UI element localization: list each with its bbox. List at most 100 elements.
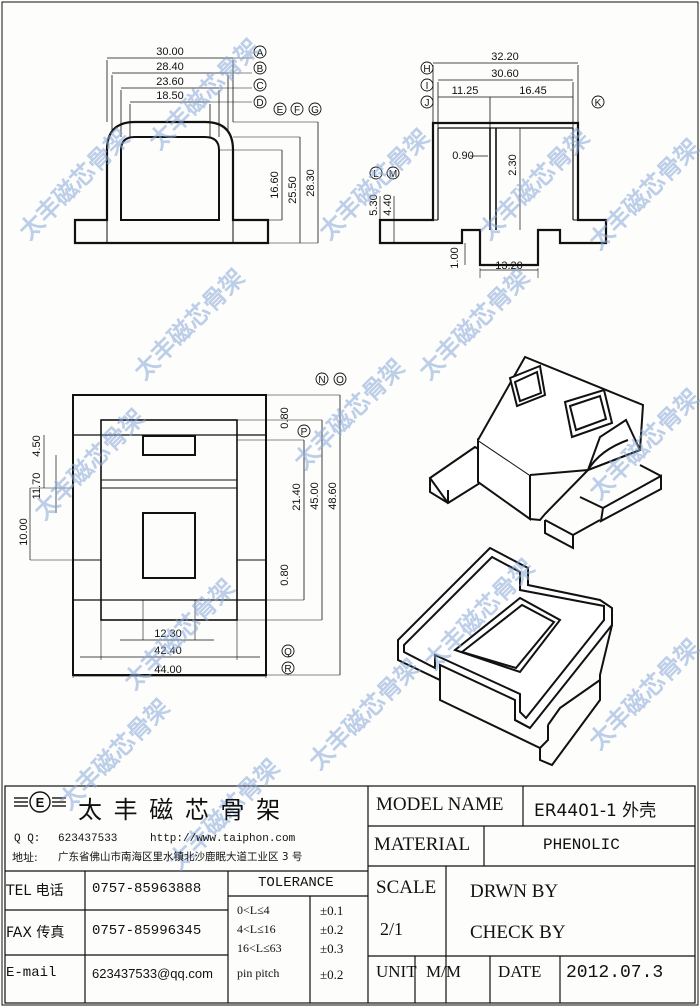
dimension-label: 0.80 bbox=[279, 564, 291, 585]
title-block-grid bbox=[4, 785, 696, 1004]
dimension-label: 16.60 bbox=[269, 171, 281, 199]
dimension-label: 1.00 bbox=[449, 247, 461, 268]
check-by-label: CHECK BY bbox=[470, 922, 566, 943]
watermark-text: 太丰磁芯骨架 bbox=[288, 353, 410, 475]
reference-marker: C bbox=[256, 81, 263, 92]
date-value: 2012.07.3 bbox=[566, 963, 664, 983]
reference-marker: P bbox=[301, 427, 308, 438]
reference-marker: B bbox=[257, 64, 264, 75]
dimension-label: 48.60 bbox=[327, 482, 339, 510]
reference-marker: A bbox=[257, 48, 264, 59]
reference-marker: R bbox=[284, 664, 291, 675]
fax-number: 0757-85996345 bbox=[92, 923, 202, 939]
dimension-label: 32.20 bbox=[491, 51, 519, 63]
dimension-label: 16.45 bbox=[519, 85, 547, 97]
tel-label: TEL 电话 bbox=[6, 883, 64, 899]
website-link[interactable]: http://www.taiphon.com bbox=[150, 833, 296, 845]
side-view bbox=[378, 62, 608, 278]
fax-label: FAX 传真 bbox=[6, 925, 65, 941]
front-view bbox=[73, 57, 319, 245]
unit-label: UNIT bbox=[376, 962, 417, 981]
watermark-text: 太丰磁芯骨架 bbox=[313, 123, 435, 245]
email-label: E-mail bbox=[6, 965, 57, 981]
qq-label: Q Q: bbox=[14, 833, 41, 845]
drawn-by-label: DRWN BY bbox=[470, 881, 559, 902]
dimension-label: 28.30 bbox=[305, 169, 317, 197]
reference-marker: I bbox=[426, 81, 429, 92]
watermark-text: 太丰磁芯骨架 bbox=[303, 653, 425, 775]
dimension-label: 10.00 bbox=[18, 518, 30, 546]
tel-number: 0757-85963888 bbox=[92, 881, 202, 897]
top-view bbox=[29, 394, 341, 678]
reference-marker: N bbox=[318, 375, 325, 386]
dimension-label: 25.50 bbox=[287, 176, 299, 204]
reference-marker: K bbox=[595, 98, 602, 109]
reference-marker: F bbox=[294, 105, 300, 116]
dimension-label: 0.90 bbox=[452, 150, 473, 162]
watermark-text: 太丰磁芯骨架 bbox=[128, 263, 250, 385]
tolerance-header: TOLERANCE bbox=[258, 875, 334, 891]
reference-marker: O bbox=[336, 375, 344, 386]
logo-letter: E bbox=[36, 795, 45, 810]
dimension-label: 13.20 bbox=[495, 260, 523, 272]
dimension-label: 23.60 bbox=[156, 76, 184, 88]
tolerance-range: pin pitch bbox=[237, 966, 280, 980]
dimension-label: 12.30 bbox=[154, 628, 182, 640]
watermark-text: 太丰磁芯骨架 bbox=[583, 133, 700, 255]
tolerance-range: 4<L≤16 bbox=[237, 922, 276, 936]
reference-marker: J bbox=[425, 98, 430, 109]
reference-marker: E bbox=[277, 105, 284, 116]
dimension-label: 4.50 bbox=[31, 435, 43, 456]
side-markers bbox=[369, 61, 605, 180]
dimension-label: 30.60 bbox=[491, 68, 519, 80]
watermark-text: 太丰磁芯骨架 bbox=[28, 403, 150, 525]
reference-marker: M bbox=[389, 169, 397, 180]
front-markers bbox=[253, 45, 322, 116]
material-label: MATERIAL bbox=[374, 834, 471, 855]
tolerance-range: 16<L≤63 bbox=[237, 941, 282, 955]
material-value: PHENOLIC bbox=[543, 836, 620, 854]
reference-marker: G bbox=[311, 105, 319, 116]
qq-number: 623437533 bbox=[58, 833, 118, 845]
dimension-label: 18.50 bbox=[156, 90, 184, 102]
address-label: 地址: bbox=[12, 851, 38, 864]
reference-marker: D bbox=[256, 98, 263, 109]
tolerance-range: 0<L≤4 bbox=[237, 903, 270, 917]
iso-view-bottom bbox=[397, 546, 613, 767]
dimension-label: 11.70 bbox=[31, 473, 43, 500]
scale-label: SCALE bbox=[376, 877, 437, 898]
model-name-label: MODEL NAME bbox=[376, 794, 504, 815]
dimension-label: 2.30 bbox=[507, 154, 519, 175]
watermark-text: 太丰磁芯骨架 bbox=[413, 263, 535, 385]
watermark-text: 太丰磁芯骨架 bbox=[473, 123, 595, 245]
tolerance-value: ±0.2 bbox=[320, 967, 344, 982]
dimension-label: 4.40 bbox=[382, 194, 394, 215]
model-name-value: ER4401-1 外壳 bbox=[534, 801, 657, 821]
dimension-label: 21.40 bbox=[291, 483, 303, 511]
reference-marker: H bbox=[423, 64, 430, 75]
tolerance-value: ±0.3 bbox=[320, 941, 344, 956]
tolerance-value: ±0.1 bbox=[320, 903, 344, 918]
address-text: 广东省佛山市南海区里水镇北沙鹿眠大道工业区 3 号 bbox=[58, 851, 303, 863]
email-address[interactable]: 623437533@qq.com bbox=[92, 966, 213, 981]
dimension-label: 28.40 bbox=[156, 61, 184, 73]
top-markers bbox=[281, 372, 347, 675]
company-name: 太 丰 磁 芯 骨 架 bbox=[78, 796, 283, 824]
reference-marker: L bbox=[373, 169, 379, 180]
dimension-label: 5.30 bbox=[368, 194, 380, 215]
company-logo bbox=[14, 791, 66, 813]
dimension-label: 11.25 bbox=[452, 85, 479, 97]
dimension-label: 42.40 bbox=[154, 645, 182, 657]
tolerance-value: ±0.2 bbox=[320, 922, 344, 937]
watermark-text: 太丰磁芯骨架 bbox=[118, 573, 240, 695]
iso-view-top bbox=[428, 355, 662, 550]
dimension-label: 44.00 bbox=[154, 664, 182, 676]
scale-value: 2/1 bbox=[380, 919, 404, 939]
dimension-label: 30.00 bbox=[156, 46, 184, 58]
unit-value: M/M bbox=[426, 962, 461, 981]
date-label: DATE bbox=[498, 962, 542, 981]
reference-marker: Q bbox=[284, 647, 292, 658]
